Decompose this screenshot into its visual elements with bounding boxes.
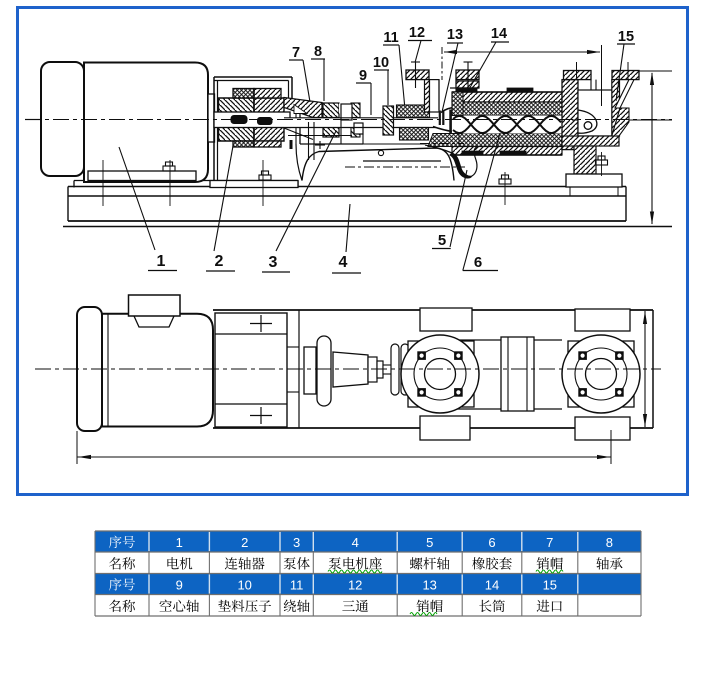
svg-text:15: 15 <box>543 578 557 593</box>
svg-text:9: 9 <box>176 578 183 593</box>
svg-text:10: 10 <box>237 578 251 593</box>
svg-text:13: 13 <box>422 578 436 593</box>
svg-text:1: 1 <box>157 253 166 270</box>
svg-text:11: 11 <box>383 30 398 46</box>
svg-text:5: 5 <box>438 232 446 249</box>
svg-text:4: 4 <box>339 254 348 271</box>
svg-text:14: 14 <box>491 26 507 42</box>
svg-text:11: 11 <box>290 578 304 593</box>
svg-text:2: 2 <box>215 253 224 270</box>
svg-text:8: 8 <box>314 44 322 60</box>
svg-text:7: 7 <box>546 535 553 550</box>
svg-text:4: 4 <box>352 535 359 550</box>
svg-text:7: 7 <box>292 45 300 61</box>
svg-text:8: 8 <box>606 535 613 550</box>
svg-text:14: 14 <box>485 578 499 593</box>
svg-text:9: 9 <box>359 68 367 84</box>
svg-text:10: 10 <box>373 55 389 71</box>
svg-text:1: 1 <box>176 535 183 550</box>
svg-text:3: 3 <box>293 535 300 550</box>
svg-text:15: 15 <box>618 29 634 45</box>
svg-text:13: 13 <box>447 27 463 43</box>
svg-text:6: 6 <box>474 254 482 271</box>
svg-text:6: 6 <box>488 535 495 550</box>
svg-text:5: 5 <box>426 535 433 550</box>
svg-text:12: 12 <box>409 25 425 41</box>
svg-text:2: 2 <box>241 535 248 550</box>
svg-text:3: 3 <box>269 254 278 271</box>
svg-text:12: 12 <box>348 578 362 593</box>
